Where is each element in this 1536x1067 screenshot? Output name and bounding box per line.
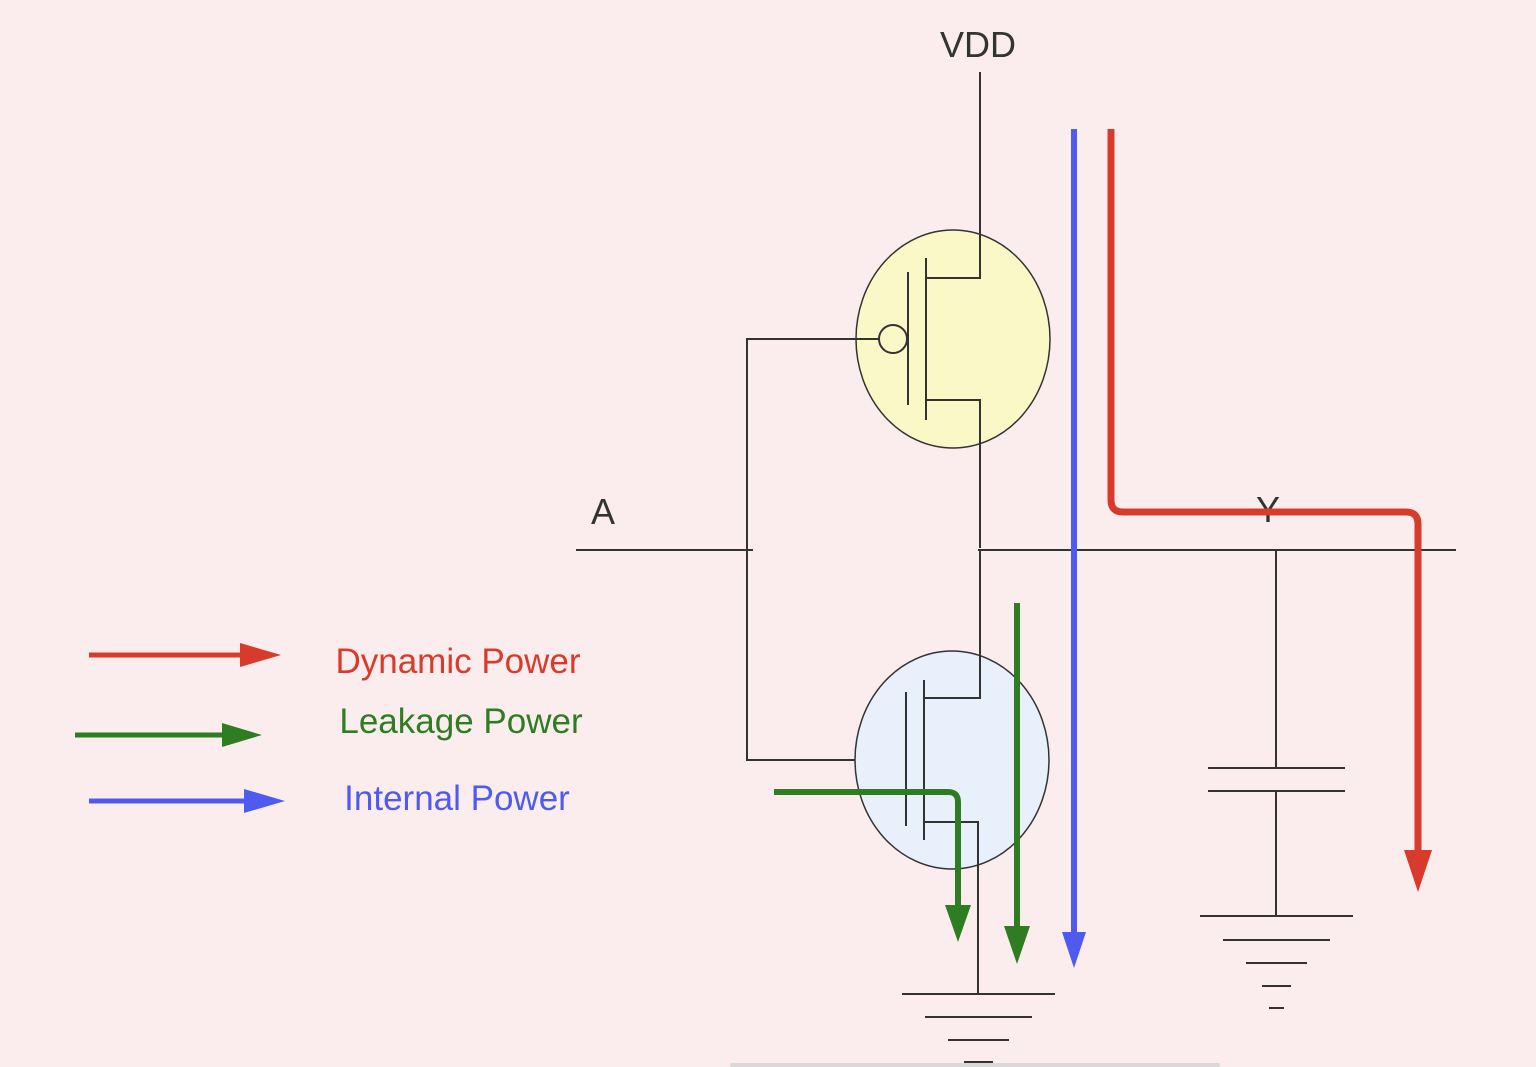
gate-bus-wire xyxy=(746,338,908,761)
pmos-drain-wire xyxy=(926,399,981,548)
legend-arrowhead-icon xyxy=(244,789,285,813)
legend-label-internal: Internal Power xyxy=(344,779,570,818)
dynamic-power-arrow xyxy=(1107,129,1432,892)
internal-power-arrow xyxy=(1062,129,1086,968)
horizontal-scrollbar[interactable] xyxy=(730,1063,1220,1067)
legend: Dynamic Power Leakage Power Internal Pow… xyxy=(75,642,583,818)
pmos-transistor xyxy=(855,128,1051,548)
ground-symbol-nmos xyxy=(902,993,1055,1063)
legend-item-dynamic: Dynamic Power xyxy=(89,642,581,681)
nmos-transistor xyxy=(854,550,1050,994)
pmos-bubble xyxy=(878,324,908,354)
nmos-body xyxy=(854,650,1050,870)
leakage-power-arrow-subthreshold xyxy=(1004,603,1030,964)
legend-label-dynamic: Dynamic Power xyxy=(335,642,580,681)
load-capacitor xyxy=(1208,550,1345,916)
legend-item-leakage: Leakage Power xyxy=(75,702,583,747)
legend-arrowhead-icon xyxy=(240,643,281,667)
legend-label-leakage: Leakage Power xyxy=(339,702,583,741)
ground-symbol-capacitor xyxy=(1200,915,1353,1009)
legend-arrowhead-icon xyxy=(222,723,262,747)
legend-item-internal: Internal Power xyxy=(89,779,570,818)
pmos-source-wire xyxy=(926,128,981,279)
input-label: A xyxy=(591,491,615,532)
nmos-source-wire xyxy=(924,821,979,994)
nmos-drain-wire xyxy=(924,550,981,699)
leakage-power-arrow-gate xyxy=(774,789,971,942)
vdd-label: VDD xyxy=(940,24,1016,65)
